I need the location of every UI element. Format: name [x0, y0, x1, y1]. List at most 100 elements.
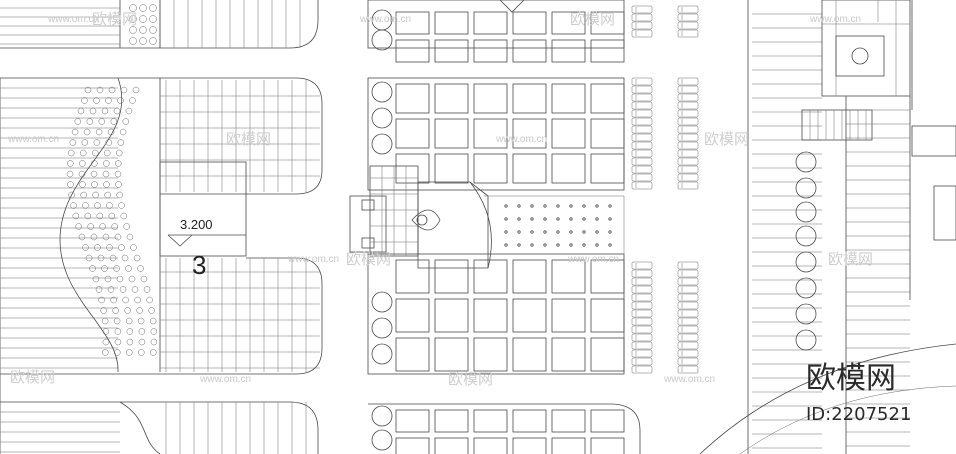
dot-pattern: [116, 191, 123, 199]
plan-rect: [434, 298, 469, 333]
dot-pattern: [103, 181, 110, 188]
plan-rect: [631, 277, 653, 286]
plan-rect: [434, 409, 469, 433]
dot-pattern: [70, 202, 77, 209]
plan-rect: [631, 301, 653, 310]
tree-icon: [795, 329, 817, 351]
level-index: 3: [192, 250, 206, 280]
light-point: [530, 204, 534, 208]
plan-rect: [677, 341, 699, 350]
dot-pattern: [78, 170, 86, 178]
dot-pattern: [118, 202, 125, 209]
dot-pattern: [101, 265, 108, 272]
plan-path: [0, 0, 319, 49]
light-point: [530, 230, 534, 234]
brand-logo: 欧模网 ID:2207521: [806, 361, 911, 425]
plan-path: [368, 403, 641, 454]
dot-pattern: [97, 254, 105, 262]
plan-rect: [677, 301, 699, 310]
light-point: [582, 204, 586, 208]
plan-rect: [395, 83, 430, 114]
plan-rect: [911, 125, 956, 157]
dot-pattern: [148, 307, 155, 314]
dot-pattern: [126, 328, 134, 335]
dot-pattern: [132, 86, 140, 94]
light-point: [582, 243, 586, 247]
plan-rect: [631, 349, 653, 358]
dot-pattern: [95, 286, 103, 293]
tree-icon: [795, 303, 817, 325]
plan-rect: [631, 325, 653, 334]
dot-pattern: [140, 275, 148, 283]
dot-pattern: [149, 317, 157, 325]
elevation-label: 3.200: [180, 217, 213, 232]
dot-pattern: [118, 244, 125, 251]
dot-pattern: [79, 181, 86, 188]
light-point: [556, 217, 560, 221]
dot-pattern: [134, 296, 141, 304]
dot-pattern: [105, 139, 113, 146]
light-point: [582, 217, 586, 221]
shrub-icon: [129, 4, 137, 12]
plan-rect: [473, 39, 508, 63]
light-point: [608, 230, 612, 234]
dot-pattern: [82, 244, 89, 251]
dot-pattern: [79, 160, 86, 167]
dot-pattern: [66, 170, 74, 178]
plan-rect: [434, 118, 469, 149]
plan-rect: [590, 259, 625, 294]
dot-pattern: [69, 139, 77, 146]
dot-pattern: [124, 307, 131, 314]
plan-rect: [677, 309, 699, 318]
plan-rect: [434, 11, 469, 35]
dot-pattern: [95, 128, 103, 136]
watermark-name: 欧模网: [346, 250, 391, 268]
plan-rect: [395, 11, 430, 35]
watermark-url: www.om.cn: [567, 254, 619, 265]
plan-rect: [551, 409, 586, 433]
dot-pattern: [81, 139, 89, 146]
plan-rect: [631, 133, 653, 142]
light-point: [543, 217, 547, 221]
plan-rect: [551, 153, 586, 184]
dot-pattern: [143, 286, 151, 293]
plan-rect: [512, 337, 547, 372]
plan-rect: [677, 333, 699, 342]
watermark-name: 欧模网: [828, 250, 873, 268]
plan-rect: [631, 269, 653, 278]
plan-rect: [512, 39, 547, 63]
dot-pattern: [83, 128, 91, 136]
dot-pattern: [99, 223, 106, 230]
plan-rect: [395, 298, 430, 333]
dot-pattern: [96, 86, 104, 94]
shrub-icon: [149, 37, 157, 45]
plan-rect: [551, 337, 586, 372]
dot-pattern: [112, 307, 119, 314]
plan-path: [0, 257, 323, 375]
shrub-icon: [149, 26, 157, 34]
plan-rect: [551, 259, 586, 294]
tree-icon: [371, 343, 393, 365]
light-point: [556, 204, 560, 208]
plan-rect: [677, 149, 699, 158]
light-point: [517, 217, 521, 221]
dot-pattern: [113, 265, 120, 272]
tree-icon: [371, 317, 393, 339]
dot-pattern: [146, 296, 153, 304]
plan-rect: [395, 118, 430, 149]
dot-pattern: [114, 338, 122, 346]
light-point: [556, 230, 560, 234]
light-point: [608, 217, 612, 221]
round-feature-icon: [851, 47, 869, 65]
plan-rect: [677, 181, 699, 190]
plan-rect: [677, 13, 699, 22]
plan-rect: [801, 109, 873, 141]
plan-rect: [551, 437, 586, 454]
plan-rect: [631, 317, 653, 326]
plan-rect: [590, 83, 625, 114]
light-point: [543, 230, 547, 234]
dot-pattern: [107, 286, 115, 293]
light-point: [504, 217, 508, 221]
dot-pattern: [98, 118, 106, 125]
plan-rect: [631, 157, 653, 166]
